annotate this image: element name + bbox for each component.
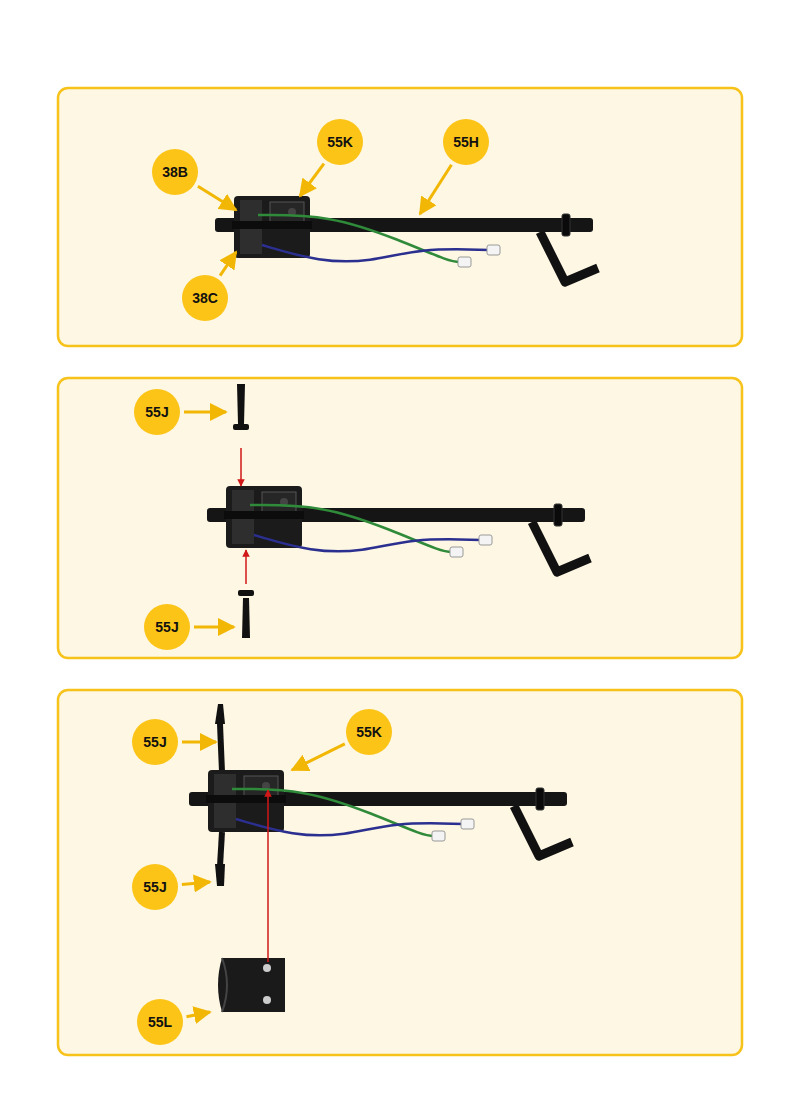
- leader-arrow: [198, 186, 236, 210]
- leader-arrow: [186, 1012, 210, 1017]
- lever-part: [237, 384, 245, 424]
- wire-connector: [487, 245, 500, 255]
- callout-label: 55J: [155, 619, 178, 635]
- housing-detail: [224, 511, 304, 519]
- green-wire: [232, 789, 436, 836]
- leader-arrow: [420, 165, 451, 214]
- step-panel: [58, 690, 742, 1055]
- leader-arrow: [182, 882, 210, 885]
- wire-connector: [461, 819, 474, 829]
- callout-number: 55J: [132, 719, 178, 765]
- motion-arrow: [245, 550, 247, 584]
- shaft-collar: [536, 788, 544, 810]
- callout-label: 55J: [143, 734, 166, 750]
- lever-part: [242, 598, 250, 638]
- callout-label: 55K: [356, 724, 382, 740]
- leader-arrow: [182, 741, 216, 744]
- crank-arm: [540, 232, 598, 282]
- lever-part: [233, 424, 249, 430]
- callout-label: 55J: [143, 879, 166, 895]
- callout-number: 55K: [317, 119, 363, 165]
- housing-detail: [244, 776, 278, 796]
- housing-detail: [270, 202, 304, 222]
- leader-arrow: [194, 626, 234, 629]
- shaft-assembly: [215, 196, 598, 282]
- housing-detail: [262, 492, 296, 512]
- callout-label: 55L: [148, 1014, 172, 1030]
- lever-part: [238, 590, 254, 596]
- callout-number: 55J: [132, 864, 178, 910]
- wire-connector: [479, 535, 492, 545]
- leader-arrow: [300, 164, 324, 196]
- callout-number: 55J: [144, 604, 190, 650]
- callout-number: 38C: [182, 275, 228, 321]
- callout-number: 55H: [443, 119, 489, 165]
- shaft-collar: [554, 504, 562, 526]
- green-wire: [258, 215, 462, 262]
- housing-detail: [232, 221, 312, 229]
- blue-wire: [254, 535, 482, 551]
- wire-connector: [458, 257, 471, 267]
- callout-number: 38B: [152, 149, 198, 195]
- shaft-assembly: [189, 704, 572, 886]
- lever-grip: [215, 864, 225, 886]
- wire-connector: [450, 547, 463, 557]
- leader-arrow: [220, 252, 236, 276]
- callout-number: 55J: [134, 389, 180, 435]
- blue-wire: [262, 245, 490, 261]
- callout-label: 55J: [145, 404, 168, 420]
- callout-number: 55L: [137, 999, 183, 1045]
- blue-wire: [236, 819, 464, 835]
- lever: [220, 832, 222, 866]
- shaft-assembly: [207, 486, 590, 572]
- leader-arrow: [292, 744, 345, 770]
- crank-arm: [514, 806, 572, 856]
- green-wire: [250, 505, 454, 552]
- lever-grip: [215, 704, 225, 724]
- callout-label: 38C: [192, 290, 218, 306]
- lever: [220, 724, 222, 772]
- wire-connector: [432, 831, 445, 841]
- step-panel: [58, 378, 742, 658]
- callout-number: 55K: [346, 709, 392, 755]
- callout-label: 55K: [327, 134, 353, 150]
- step-panel: [58, 88, 742, 346]
- housing-detail: [206, 795, 286, 803]
- crank-arm: [532, 522, 590, 572]
- leader-arrow: [184, 411, 226, 414]
- shaft-collar: [562, 214, 570, 236]
- motion-arrow: [240, 448, 242, 486]
- clamp-part: [218, 958, 285, 1012]
- motion-arrow: [267, 790, 269, 962]
- callout-label: 38B: [162, 164, 188, 180]
- callout-label: 55H: [453, 134, 479, 150]
